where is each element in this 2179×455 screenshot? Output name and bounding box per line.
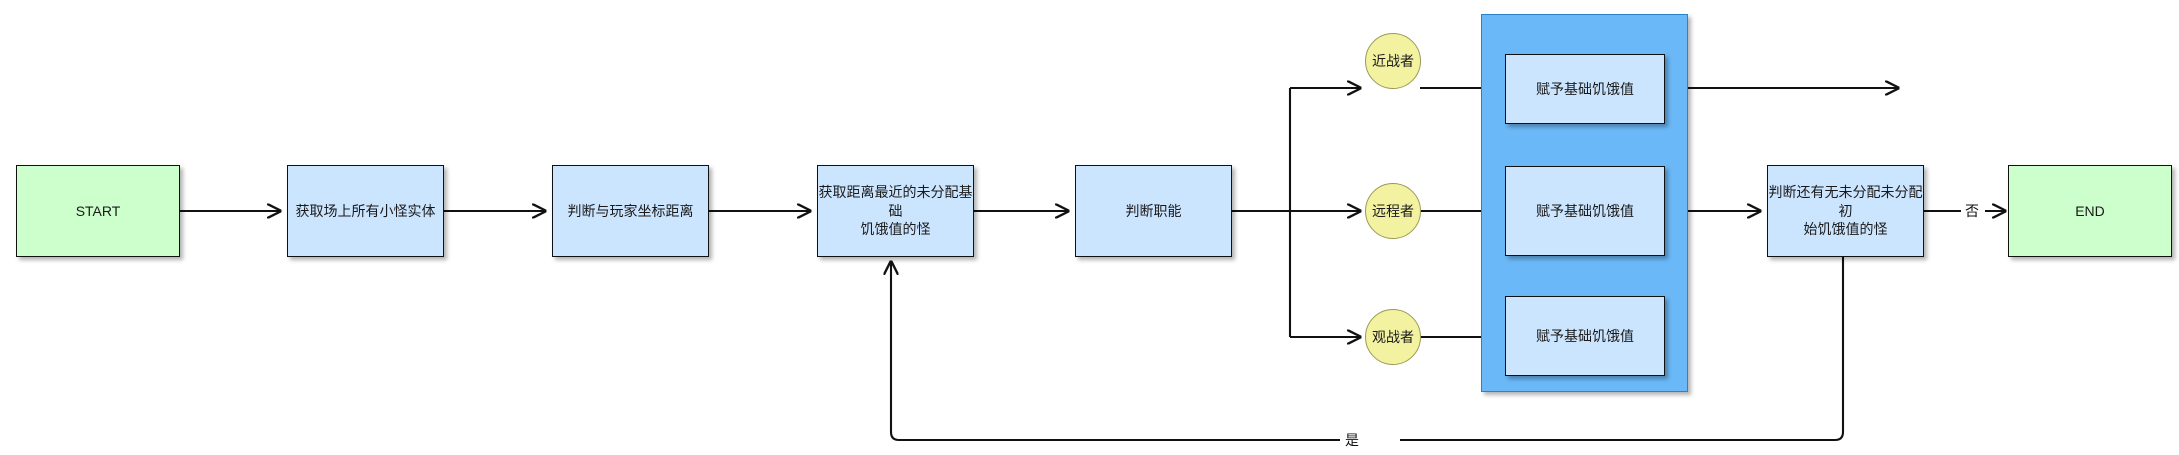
- node-start[interactable]: START: [16, 165, 180, 257]
- node-end-label: END: [2075, 202, 2105, 219]
- edge-label-no: 否: [1961, 201, 1983, 221]
- node-role-melee[interactable]: 近战者: [1365, 33, 1421, 89]
- node-assign-hunger-ranged[interactable]: 赋予基础饥饿值: [1505, 166, 1665, 256]
- node-judge-role-label: 判断职能: [1125, 202, 1182, 219]
- node-judge-player-distance[interactable]: 判断与玩家坐标距离: [552, 165, 709, 257]
- node-assign-hunger-spectator-label: 赋予基础饥饿值: [1536, 327, 1634, 344]
- node-assign-hunger-melee-label: 赋予基础饥饿值: [1536, 80, 1634, 97]
- node-end[interactable]: END: [2008, 165, 2172, 257]
- node-assign-hunger-spectator[interactable]: 赋予基础饥饿值: [1505, 296, 1665, 376]
- node-judge-player-distance-label: 判断与玩家坐标距离: [567, 202, 694, 219]
- node-get-all-monsters-label: 获取场上所有小怪实体: [295, 202, 436, 219]
- node-judge-remaining-line1: 判断还有无未分配未分配初: [1768, 183, 1923, 219]
- node-get-nearest-unassigned-line1: 获取距离最近的未分配基础: [818, 183, 973, 219]
- node-judge-role[interactable]: 判断职能: [1075, 165, 1232, 257]
- node-judge-remaining[interactable]: 判断还有无未分配未分配初 始饥饿值的怪: [1767, 165, 1924, 257]
- node-assign-hunger-ranged-label: 赋予基础饥饿值: [1536, 202, 1634, 219]
- node-get-nearest-unassigned[interactable]: 获取距离最近的未分配基础 饥饿值的怪: [817, 165, 974, 257]
- node-role-spectator[interactable]: 观战者: [1365, 309, 1421, 365]
- node-role-spectator-label: 观战者: [1372, 328, 1414, 345]
- node-role-ranged[interactable]: 远程者: [1365, 183, 1421, 239]
- node-judge-remaining-line2: 始饥饿值的怪: [1803, 221, 1888, 238]
- node-assign-hunger-melee[interactable]: 赋予基础饥饿值: [1505, 54, 1665, 124]
- node-get-all-monsters[interactable]: 获取场上所有小怪实体: [287, 165, 444, 257]
- node-get-nearest-unassigned-line2: 饥饿值的怪: [860, 221, 931, 238]
- edge-label-yes: 是: [1341, 430, 1363, 450]
- node-start-label: START: [75, 202, 121, 219]
- node-judge-remaining-label: 判断还有无未分配未分配初 始饥饿值的怪: [1768, 183, 1923, 240]
- edge-judge-remaining-yes-loop-left: [891, 262, 1340, 442]
- node-get-nearest-unassigned-label: 获取距离最近的未分配基础 饥饿值的怪: [818, 183, 973, 240]
- node-role-melee-label: 近战者: [1372, 52, 1414, 69]
- node-role-ranged-label: 远程者: [1372, 202, 1414, 219]
